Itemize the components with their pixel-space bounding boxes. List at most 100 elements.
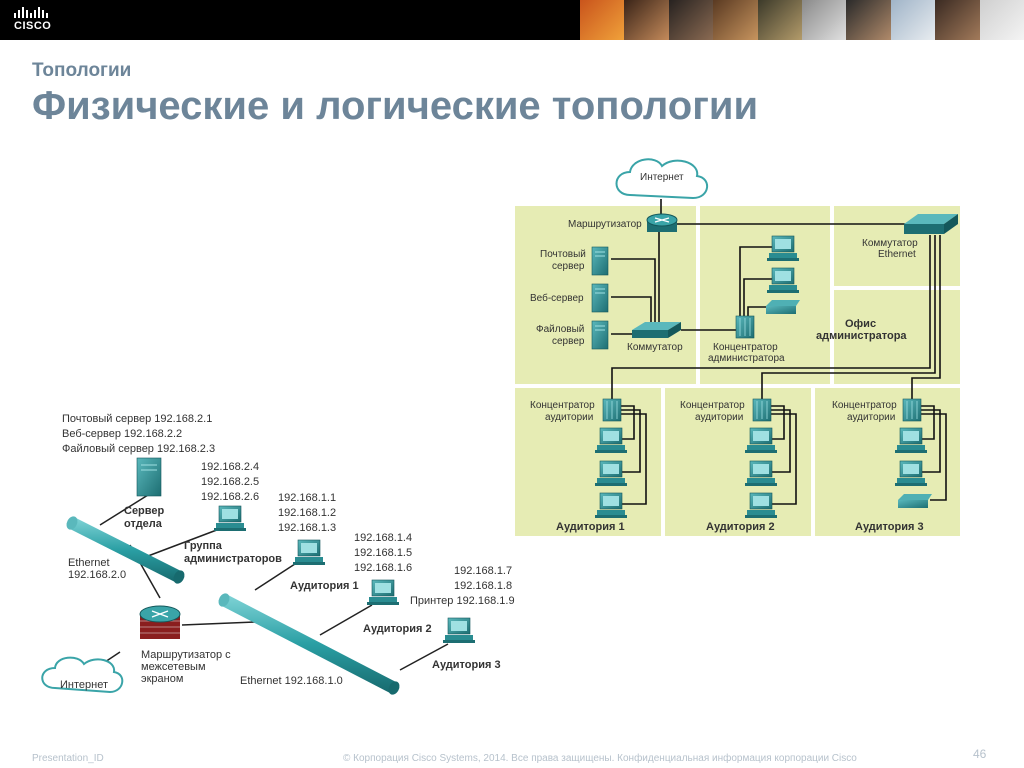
room1-label: Аудитория 1 — [290, 580, 359, 592]
room1-ip-1: 192.168.1.1 — [278, 492, 336, 504]
physical-router — [646, 213, 678, 232]
switch-label: Коммутатор — [627, 342, 683, 353]
admin-office-printer — [766, 300, 800, 314]
logical-topology: Почтовый сервер 192.168.2.1 Веб-сервер 1… — [41, 413, 515, 695]
cisco-logo — [14, 7, 48, 18]
ethernet-segment-192-168-1-0 — [218, 593, 400, 695]
router-label: Маршрутизатор — [568, 219, 642, 230]
internet-cloud-physical — [615, 158, 708, 200]
room1-hub-label-1: Концентратор — [530, 400, 595, 411]
file-server-label-1: Файловый — [536, 324, 584, 335]
room2-label: Аудитория 2 — [363, 623, 432, 635]
room1-pc-1 — [594, 427, 628, 454]
admin-ip-3: 192.168.2.6 — [201, 491, 259, 503]
room2-pc-2 — [744, 460, 778, 487]
room2-ip-2: 192.168.1.5 — [354, 547, 412, 559]
room1-pc-2 — [594, 460, 628, 487]
router-label-2: межсетевым — [141, 661, 206, 673]
room2-hub — [752, 398, 772, 422]
room2-panel — [665, 388, 811, 536]
room2-physical-label: Аудитория 2 — [706, 521, 775, 533]
admin-hub — [735, 315, 755, 339]
department-switch — [632, 322, 681, 338]
room3-ip-2: 192.168.1.8 — [454, 580, 512, 592]
room2-hub-label-1: Концентратор — [680, 400, 745, 411]
file-server-label-2: сервер — [552, 336, 585, 347]
room1-hub — [602, 398, 622, 422]
admin-office-pc-1 — [766, 235, 800, 262]
header-bar: CISCO — [0, 0, 1024, 40]
footer-presentation-id: Presentation_ID — [32, 753, 104, 764]
router-label-3: экраном — [141, 673, 183, 685]
router-label-1: Маршрутизатор с — [141, 649, 231, 661]
mail-server-label-1: Почтовый — [540, 249, 586, 260]
room1-panel — [515, 388, 661, 536]
physical-topology: Интернет Маршрутизатор Почтовый сервер В… — [515, 158, 960, 536]
room2-pc-1 — [744, 427, 778, 454]
admin-pc — [213, 505, 247, 532]
footer-copyright: © Корпорация Cisco Systems, 2014. Все пр… — [343, 753, 857, 764]
router-firewall — [139, 605, 181, 639]
file-server-address: Файловый сервер 192.168.2.3 — [62, 443, 215, 455]
dept-server-label-1: Сервер — [124, 505, 165, 517]
room3-pc-1 — [894, 427, 928, 454]
room1-ip-2: 192.168.1.2 — [278, 507, 336, 519]
slide-number: 46 — [973, 747, 987, 761]
room2-ip-1: 192.168.1.4 — [354, 532, 412, 544]
room2-pc — [366, 579, 400, 606]
room1-pc-3 — [594, 492, 628, 519]
room2-ip-3: 192.168.1.6 — [354, 562, 412, 574]
admin-hub-label-2: администратора — [708, 353, 785, 364]
room1-ip-3: 192.168.1.3 — [278, 522, 336, 534]
room3-pc — [442, 617, 476, 644]
room3-hub-label-1: Концентратор — [832, 400, 897, 411]
slide-title: Физические и логические топологии — [32, 84, 759, 128]
room3-panel — [815, 388, 960, 536]
office-label-2: администратора — [816, 330, 907, 342]
room3-label: Аудитория 3 — [432, 659, 501, 671]
ethernet-segment-192-168-2-0 — [66, 516, 185, 584]
room3-printer — [898, 494, 932, 508]
header-photo-strip — [580, 0, 1024, 40]
room3-physical-label: Аудитория 3 — [855, 521, 924, 533]
room1-pc — [292, 539, 326, 566]
web-server-address: Веб-сервер 192.168.2.2 — [62, 428, 182, 440]
room2-hub-label-2: аудитории — [695, 412, 743, 423]
internet-label-logical: Интернет — [60, 679, 108, 691]
room1-hub-label-2: аудитории — [545, 412, 593, 423]
ethernet-switch-label-2: Ethernet — [878, 249, 916, 260]
admin-hub-label-1: Концентратор — [713, 342, 778, 353]
ethernet-switch-label-1: Коммутатор — [862, 238, 918, 249]
admin-group-label-2: администраторов — [184, 553, 282, 565]
admin-office-pc-2 — [766, 267, 800, 294]
room3-pc-2 — [894, 460, 928, 487]
mail-server — [591, 246, 609, 276]
office-label-1: Офис — [845, 318, 876, 330]
department-server — [136, 457, 162, 497]
mail-server-address: Почтовый сервер 192.168.2.1 — [62, 413, 212, 425]
room3-printer-ip: Принтер 192.168.1.9 — [410, 595, 515, 607]
room3-ip-1: 192.168.1.7 — [454, 565, 512, 577]
admin-ip-1: 192.168.2.4 — [201, 461, 259, 473]
admin-group-label-1: Группа — [184, 540, 223, 552]
ethernet-1-label: Ethernet 192.168.1.0 — [240, 675, 343, 687]
file-server — [591, 320, 609, 350]
web-server — [591, 283, 609, 313]
internet-label-physical: Интернет — [640, 172, 684, 183]
ethernet-2-address: 192.168.2.0 — [68, 569, 126, 581]
internet-cloud-logical — [41, 656, 124, 694]
ethernet-switch — [904, 214, 958, 234]
room3-hub-label-2: аудитории — [847, 412, 895, 423]
logo-text: CISCO — [14, 20, 52, 32]
admin-ip-2: 192.168.2.5 — [201, 476, 259, 488]
room2-pc-3 — [744, 492, 778, 519]
room1-physical-label: Аудитория 1 — [556, 521, 625, 533]
mail-server-label-2: сервер — [552, 261, 585, 272]
ethernet-2-label: Ethernet — [68, 557, 110, 569]
web-server-label: Веб-сервер — [530, 292, 584, 304]
room3-hub — [902, 398, 922, 422]
office-panel-left — [700, 206, 830, 384]
dept-server-label-2: отдела — [124, 518, 163, 530]
slide-kicker: Топологии — [32, 60, 132, 81]
